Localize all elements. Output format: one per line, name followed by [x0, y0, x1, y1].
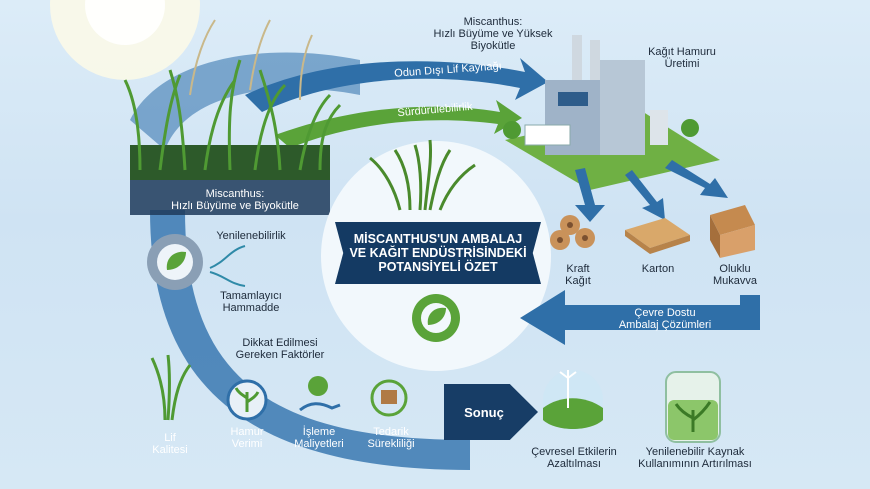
gear-leaf-icon — [147, 234, 203, 290]
karton-stack-icon — [625, 218, 690, 254]
left-title: Miscanthus: Hızlı Büyüme ve Biyokütle — [171, 188, 299, 212]
dikkat-label: Dikkat Edilmesi Gereken Faktörler — [235, 337, 325, 361]
mukavva-box-icon — [710, 205, 755, 258]
factor-tedarik: Tedarik Sürekliliği — [367, 426, 415, 450]
surdurulebilir-arrow — [275, 100, 522, 148]
tamamlayici-label: Tamamlayıcı Hammadde — [220, 290, 282, 314]
factor-lif: Lif Kalitesi — [152, 432, 188, 456]
center-title: MİSCANTHUS'UN AMBALAJ VE KAĞIT ENDÜSTRİS… — [349, 232, 527, 274]
result-yenilenebilir: Yenilenebilir Kaynak Kullanımının Artırı… — [638, 446, 752, 470]
sonuc-label: Sonuç — [464, 404, 504, 420]
product-kraft: Kraft Kağıt — [565, 263, 591, 287]
isleme-money-icon — [299, 376, 341, 412]
product-oluklu: Oluklu Mukavva — [712, 263, 758, 287]
factory-label: Kağıt Hamuru Üretimi — [648, 46, 716, 70]
product-karton: Karton — [641, 263, 675, 275]
yenilenebilirlik-label: Yenilenebilirlik — [216, 230, 286, 242]
factor-isleme: İşleme Maliyetleri — [294, 426, 344, 450]
top-title: Miscanthus: Hızlı Büyüme ve Yüksek Biyok… — [433, 16, 553, 52]
return-arrow — [520, 290, 760, 345]
cevre-dostu-label: Çevre Dostu Ambalaj Çözümleri — [618, 307, 712, 331]
left-grass — [123, 59, 342, 171]
kraft-rolls-icon — [550, 215, 595, 250]
result-cevresel: Çevresel Etkilerin Azaltılması — [531, 446, 617, 470]
odun-arrow — [245, 58, 548, 112]
center-grass — [369, 139, 476, 211]
yenilenebilir-jar-icon — [665, 371, 721, 443]
tedarik-box-icon — [370, 379, 408, 417]
factor-hamur: Hamur Verimi — [230, 426, 264, 450]
factory — [503, 35, 699, 155]
lif-grass-icon — [150, 354, 192, 421]
center-gear-icon — [412, 294, 460, 342]
cevresel-landscape-icon — [543, 370, 603, 430]
center-title-banner: MİSCANTHUS'UN AMBALAJ VE KAĞIT ENDÜSTRİS… — [335, 222, 541, 284]
